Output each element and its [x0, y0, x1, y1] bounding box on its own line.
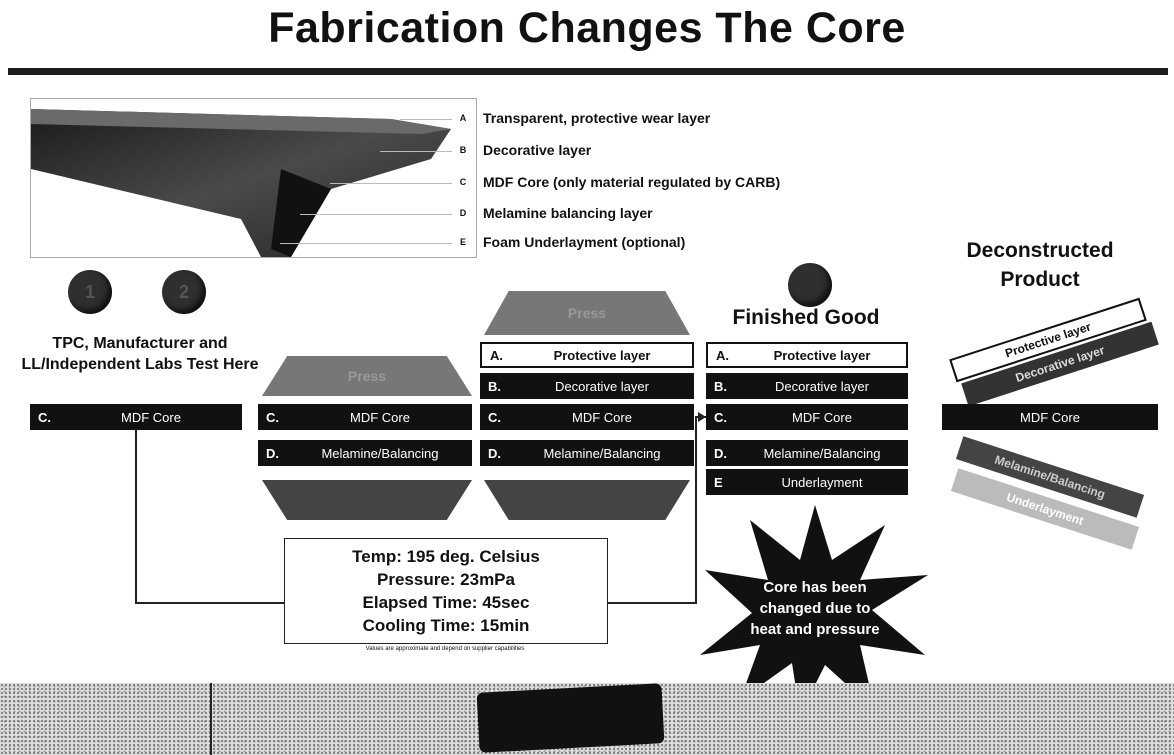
col2-melamine-letter: D. [266, 445, 279, 461]
col3-protective-letter: A. [490, 347, 503, 363]
deconstructed-heading: Deconstructed Product [930, 236, 1150, 294]
page-title: Fabrication Changes The Core [268, 4, 906, 52]
legend-letter-a: A [459, 113, 467, 123]
col3-melamine-letter: D. [488, 445, 501, 461]
finished-protective-text: Protective layer [773, 347, 871, 363]
col2-core-text: MDF Core [350, 409, 410, 425]
legend-letter-b: B [459, 145, 467, 155]
col2-mdf-core-bar: C. MDF Core [258, 404, 472, 430]
pressure-value: Pressure: 23mPa [377, 570, 515, 589]
legend-text-d: Melamine balancing layer [483, 205, 653, 221]
press-conditions-box: Temp: 195 deg. Celsius Pressure: 23mPa E… [284, 538, 608, 644]
col3-press-top: Press [484, 291, 690, 335]
callout-line-e [280, 243, 452, 244]
finished-core-text: MDF Core [792, 409, 852, 425]
col3-core-letter: C. [488, 409, 501, 425]
finished-underlayment-text: Underlayment [781, 474, 863, 490]
legend-letter-c: C [459, 177, 467, 187]
col3-protective-bar: A. Protective layer [480, 342, 694, 368]
col3-decorative-text: Decorative layer [555, 378, 649, 394]
step-2-circle: 2 [162, 270, 206, 314]
deconstructed-heading-line2: Product [1000, 268, 1080, 291]
col3-press-bottom [484, 480, 690, 520]
col2-core-letter: C. [266, 409, 279, 425]
finished-good-heading: Finished Good [732, 306, 880, 329]
col2-press-top: Press [262, 356, 472, 396]
title-divider [8, 68, 1168, 75]
col3-decorative-bar: B. Decorative layer [480, 373, 694, 399]
starburst-shape [700, 505, 928, 715]
press-machine-image [476, 683, 665, 753]
finished-melamine-text: Melamine/Balancing [763, 445, 881, 461]
col2-melamine-bar: D. Melamine/Balancing [258, 440, 472, 466]
col2-press-bottom [262, 480, 472, 520]
test-location-heading: TPC, Manufacturer and LL/Independent Lab… [21, 335, 259, 373]
finished-melamine-bar: D. Melamine/Balancing [706, 440, 908, 466]
callout-line-d [300, 214, 452, 215]
elapsed-time-value: Elapsed Time: 45sec [362, 593, 530, 612]
finished-decorative-letter: B. [714, 378, 727, 394]
col1-core-letter: C. [38, 409, 51, 425]
col1-mdf-core-bar: C. MDF Core [30, 404, 242, 430]
legend-letter-e: E [459, 237, 466, 247]
floor-seam [210, 683, 212, 755]
burst-line-3: heat and pressure [750, 621, 880, 638]
col3-mdf-core-bar: C. MDF Core [480, 404, 694, 430]
flooring-layers-image [30, 98, 477, 258]
legend-text-b: Decorative layer [483, 142, 592, 158]
col3-protective-text: Protective layer [553, 347, 651, 363]
legend-letter-d: D [459, 208, 467, 218]
conditions-disclaimer: Values are approximate and depend on sup… [365, 646, 525, 652]
finished-underlayment-bar: E Underlayment [706, 469, 908, 495]
finished-melamine-letter: D. [714, 445, 727, 461]
col1-core-text: MDF Core [121, 409, 181, 425]
col3-melamine-bar: D. Melamine/Balancing [480, 440, 694, 466]
deconstructed-heading-line1: Deconstructed [966, 239, 1114, 262]
finished-protective-letter: A. [716, 347, 729, 363]
flooring-plank-illustration [31, 109, 451, 257]
finished-decorative-text: Decorative layer [775, 378, 869, 394]
finished-mdf-core-bar: C. MDF Core [706, 404, 908, 430]
finished-decorative-bar: B. Decorative layer [706, 373, 908, 399]
col3-core-text: MDF Core [572, 409, 632, 425]
step-1-circle: 1 [68, 270, 112, 314]
burst-line-2: changed due to [759, 600, 871, 617]
temp-value: Temp: 195 deg. Celsius [352, 547, 540, 566]
finished-core-letter: C. [714, 409, 727, 425]
col2-melamine-text: Melamine/Balancing [321, 445, 439, 461]
legend-text-e: Foam Underlayment (optional) [483, 234, 686, 250]
finished-protective-bar: A. Protective layer [706, 342, 908, 368]
legend-text-a: Transparent, protective wear layer [483, 110, 711, 126]
finished-underlayment-letter: E [714, 474, 723, 490]
cooling-time-value: Cooling Time: 15min [362, 616, 530, 635]
step-3-circle [788, 263, 832, 307]
legend-text-c: MDF Core (only material regulated by CAR… [483, 174, 781, 190]
burst-line-1: Core has been [763, 579, 867, 596]
callout-line-b [380, 151, 452, 152]
callout-line-c [330, 183, 452, 184]
callout-line-a [400, 119, 452, 120]
col3-decorative-letter: B. [488, 378, 501, 394]
burst-message: Core has been changed due to heat and pr… [745, 577, 885, 640]
col3-melamine-text: Melamine/Balancing [543, 445, 661, 461]
deconstructed-mdf-core-bar: MDF Core [942, 404, 1158, 430]
